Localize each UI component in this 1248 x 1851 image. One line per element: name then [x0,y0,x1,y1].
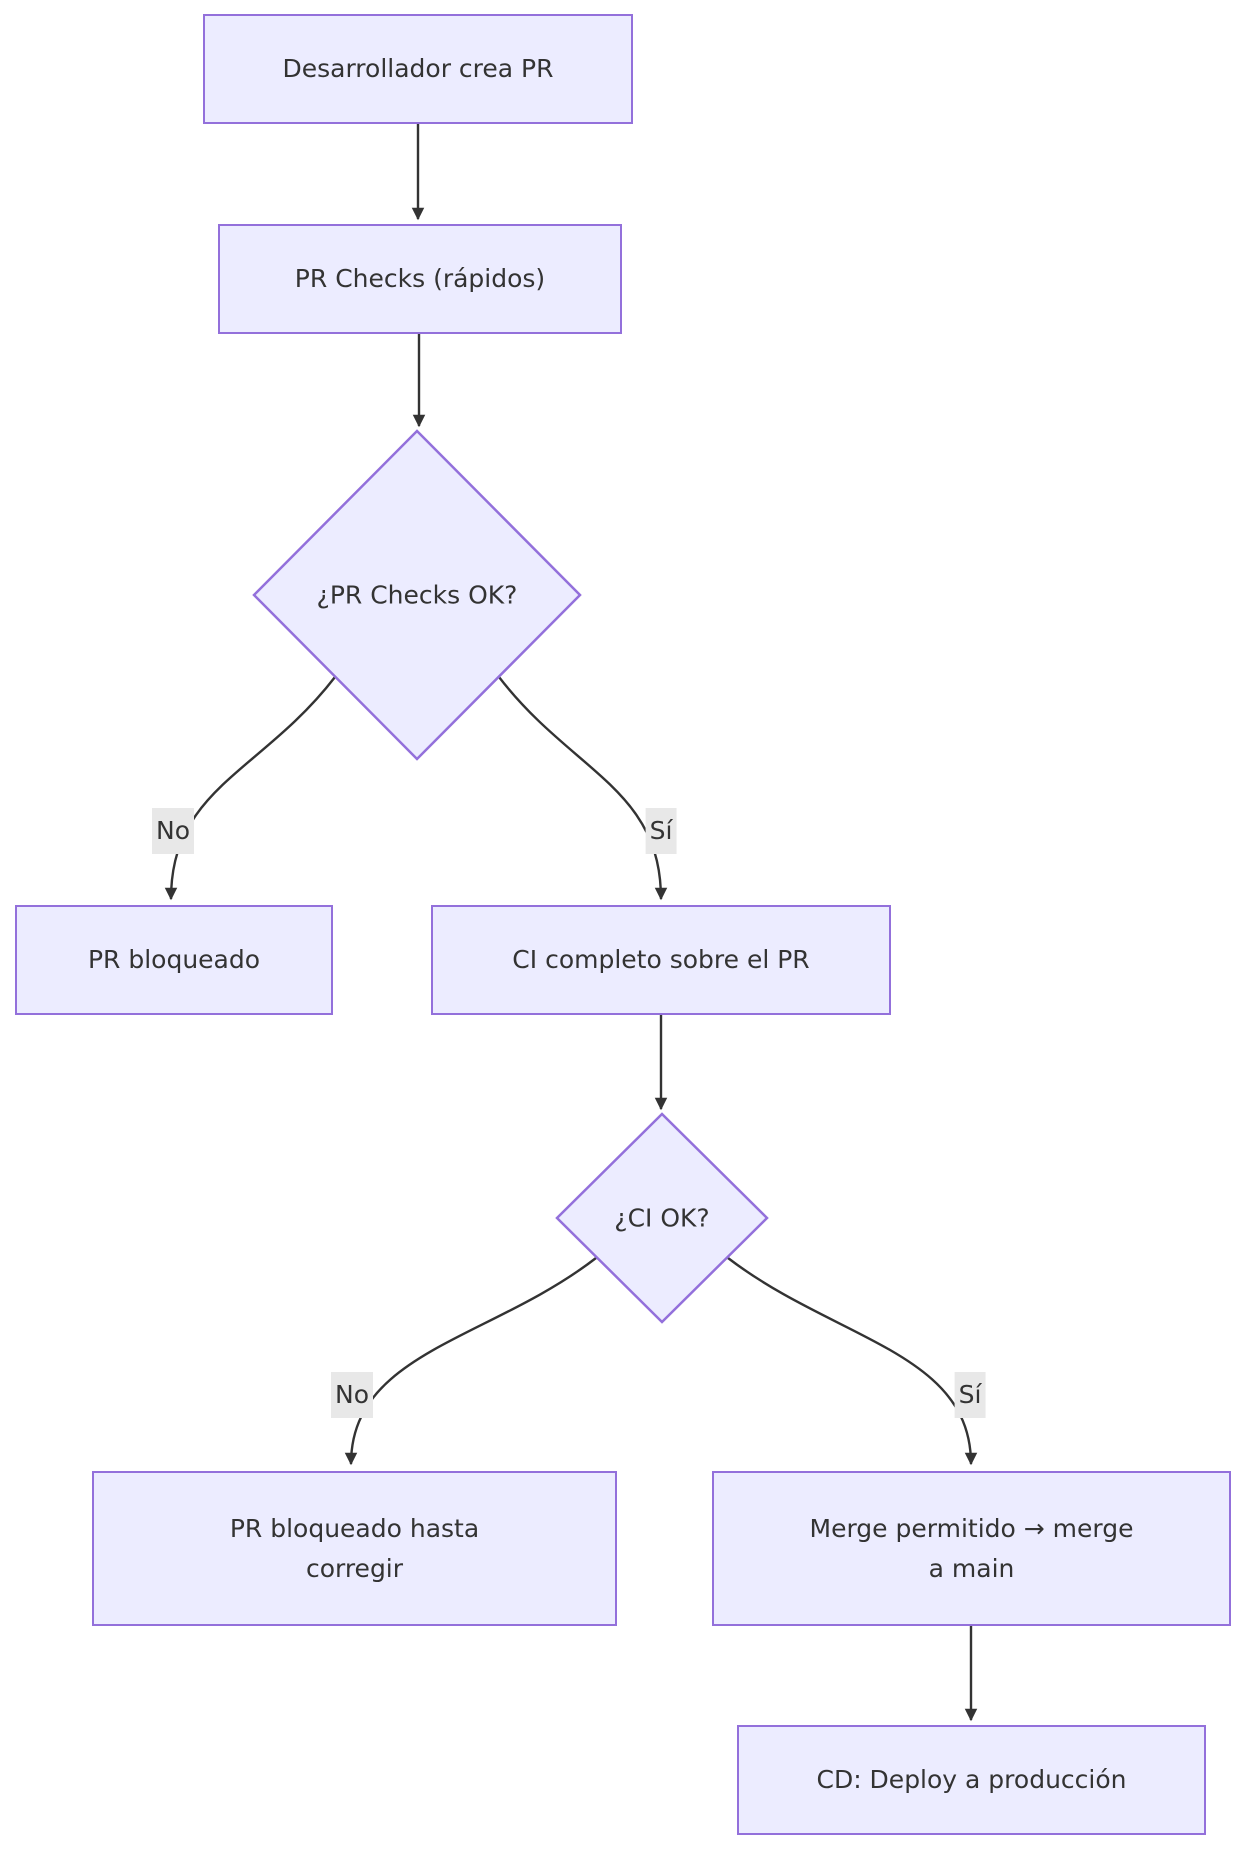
edge-label-no-ci: No [331,1372,373,1418]
edge-f-to-g [344,1257,597,1466]
edge-c-to-e [498,676,668,901]
edge-label-no-pr-checks: No [152,808,194,854]
node-pr-bloqueado-hasta-corregir: PR bloqueado hasta corregir [92,1471,617,1626]
node-label: CD: Deploy a producción [816,1765,1127,1794]
decision-label-ci-ok: ¿CI OK? [614,1203,710,1233]
node-desarrollador-crea-pr: Desarrollador crea PR [203,14,633,124]
node-decision-ci-ok [555,1112,769,1324]
decision-label-pr-checks-ok: ¿PR Checks OK? [316,580,518,610]
node-label: PR bloqueado hasta corregir [229,1513,480,1583]
node-decision-pr-checks-ok [252,429,582,761]
edge-f-to-h [727,1257,978,1466]
edge-label-si-ci: Sí [954,1372,986,1418]
node-pr-bloqueado: PR bloqueado [15,905,333,1015]
node-label: CI completo sobre el PR [512,945,810,974]
node-label: PR bloqueado [87,945,261,974]
node-merge-permitido-a-main: Merge permitido → merge a main [712,1471,1231,1626]
node-label: Desarrollador crea PR [282,54,554,83]
edge-label-si-pr-checks: Sí [645,808,677,854]
node-cd-deploy-a-produccion: CD: Deploy a producción [737,1725,1206,1835]
node-ci-completo-sobre-el-pr: CI completo sobre el PR [431,905,891,1015]
edge-c-to-d [164,676,336,901]
node-label: Merge permitido → merge a main [809,1513,1134,1583]
node-label: PR Checks (rápidos) [294,264,546,293]
node-pr-checks-rapidos: PR Checks (rápidos) [218,224,622,334]
